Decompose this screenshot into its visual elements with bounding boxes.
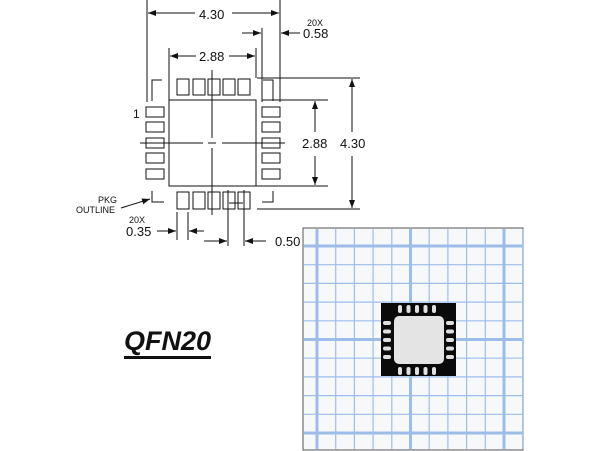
chip-pad (446, 346, 454, 351)
chip-pad (415, 367, 419, 375)
chip-pad (398, 367, 402, 375)
pad-width-label: 0.35 (126, 224, 151, 239)
chip-pad (446, 355, 454, 359)
chip-pad (446, 321, 454, 325)
pad-area-height-label: 2.88 (302, 136, 327, 151)
outline-label-line2: OUTLINE (76, 205, 115, 215)
chip-pad (383, 355, 391, 359)
chip-pad (383, 329, 391, 334)
pad-area-width-label: 2.88 (199, 49, 224, 64)
chip-pad (423, 305, 428, 313)
pin1-label: 1 (133, 107, 140, 121)
chip-pad (415, 305, 419, 313)
chip-pad (383, 321, 391, 325)
overall-height-label: 4.30 (340, 136, 365, 151)
chip-pad (432, 367, 436, 375)
pad-length-label: 0.58 (303, 26, 328, 41)
chip-pad (406, 305, 411, 313)
chip-pad (406, 367, 411, 375)
outline-label-line1: PKG (98, 195, 117, 205)
chip-pad (383, 346, 391, 351)
chip-pad (446, 329, 454, 334)
chip-pad (446, 338, 454, 342)
chip-pad (432, 305, 436, 313)
overall-width-label: 4.30 (199, 7, 224, 22)
chip-pad (398, 305, 402, 313)
pad-length-count-label: 20X (307, 18, 323, 28)
pitch-label: 0.50 (275, 234, 300, 249)
package-photo (302, 227, 524, 451)
package-name-title: QFN20 (124, 326, 212, 356)
pad-width-count-label: 20X (129, 215, 145, 225)
chip-pad (423, 367, 428, 375)
chip-pad (383, 338, 391, 342)
